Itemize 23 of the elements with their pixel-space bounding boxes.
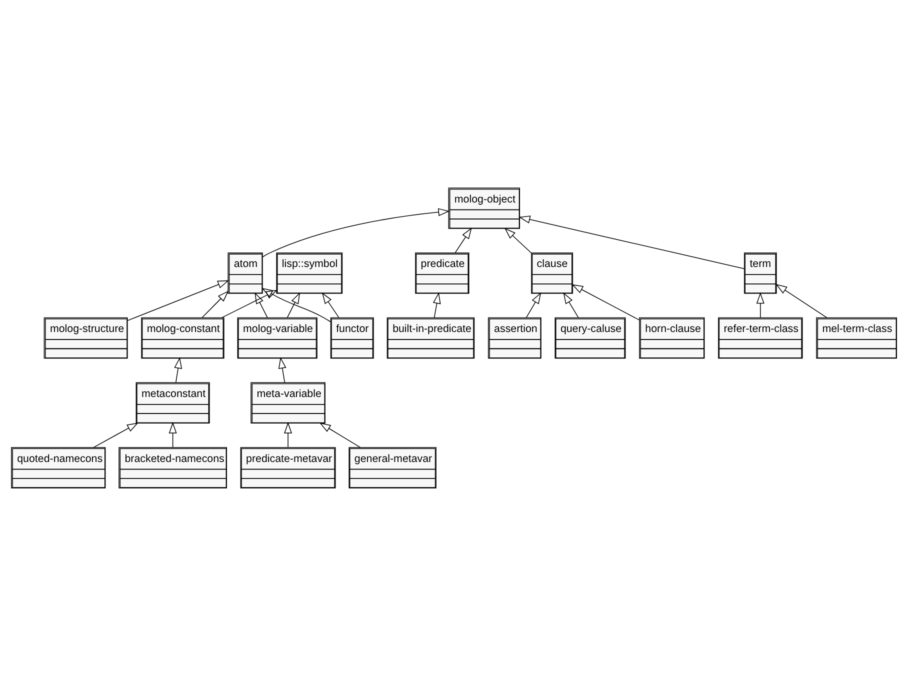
arrow [518, 215, 745, 269]
arrow [756, 292, 764, 318]
arrow [563, 292, 579, 318]
arrow [202, 290, 229, 318]
arrow [262, 287, 331, 322]
arrow [319, 422, 361, 448]
arrow [572, 284, 640, 320]
arrow [322, 292, 340, 318]
arrow [127, 280, 230, 320]
arrow [168, 421, 177, 448]
arrow [526, 292, 542, 318]
arrow [454, 227, 472, 253]
arrow [776, 283, 828, 318]
arrow [278, 356, 286, 382]
arrow [504, 227, 532, 253]
arrow [93, 422, 138, 448]
arrow [432, 292, 441, 318]
arrow [254, 292, 268, 318]
arrow [286, 292, 300, 318]
arrow [221, 289, 278, 318]
arrow [174, 356, 182, 382]
arrow [262, 208, 450, 257]
arrow [284, 421, 292, 448]
